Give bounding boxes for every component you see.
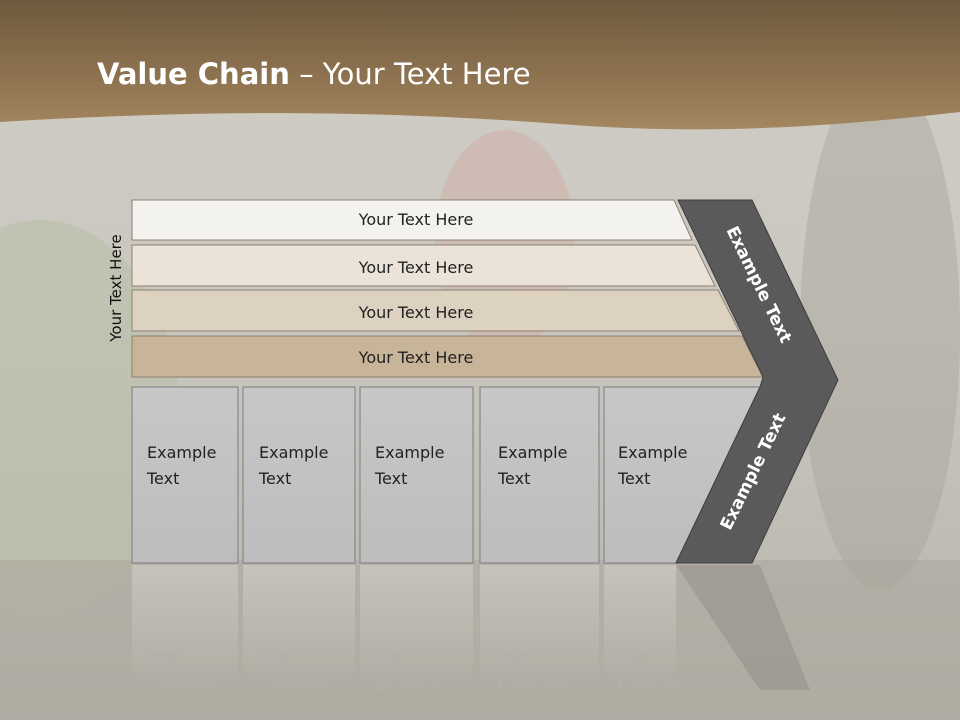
box-4-line2: Text (497, 469, 530, 488)
box-1-line1: Example (147, 443, 216, 462)
slide-title-rest: – Your Text Here (290, 57, 531, 91)
box-2-line2: Text (258, 469, 291, 488)
svg-text:Example: Example (375, 674, 444, 693)
reflection-text: Example Text Example Text Example Text Exam… (146, 648, 687, 693)
box-2 (242, 386, 356, 564)
box-1 (131, 386, 239, 564)
background-tree (800, 70, 960, 590)
svg-text:Example: Example (147, 674, 216, 693)
header-band (0, 0, 960, 130)
svg-text:Text: Text (497, 648, 530, 667)
bar-3-label: Your Text Here (358, 303, 474, 322)
bar-3 (131, 289, 740, 332)
box-5-line2: Text (617, 469, 650, 488)
svg-text:Example: Example (498, 674, 567, 693)
bar-2-label: Your Text Here (358, 258, 474, 277)
svg-text:Example: Example (259, 674, 328, 693)
box-1-line2: Text (146, 469, 179, 488)
box-2-line1: Example (259, 443, 328, 462)
box-4-line1: Example (498, 443, 567, 462)
svg-text:Text: Text (146, 648, 179, 667)
bar-2 (131, 244, 716, 287)
bar-4-label: Your Text Here (358, 348, 474, 367)
activity-boxes: Example Text Example Text Example Text E… (131, 386, 761, 564)
box-5-line1: Example (618, 443, 687, 462)
svg-text:Text: Text (374, 648, 407, 667)
bar-stack: Your Text Here Your Text Here Your Text … (131, 199, 764, 378)
side-label: Your Text Here (107, 234, 125, 342)
slide-title: Value Chain – Your Text Here (97, 57, 531, 91)
box-3-line1: Example (375, 443, 444, 462)
svg-text:Example: Example (618, 674, 687, 693)
box-3 (359, 386, 474, 564)
slide-title-bold: Value Chain (97, 57, 290, 91)
reflection (132, 565, 810, 690)
svg-text:Text: Text (258, 648, 291, 667)
bar-1-label: Your Text Here (358, 210, 474, 229)
box-3-line2: Text (374, 469, 407, 488)
margin-chevron (675, 199, 839, 564)
bar-1 (131, 199, 693, 241)
box-4 (479, 386, 600, 564)
svg-text:Text: Text (617, 648, 650, 667)
